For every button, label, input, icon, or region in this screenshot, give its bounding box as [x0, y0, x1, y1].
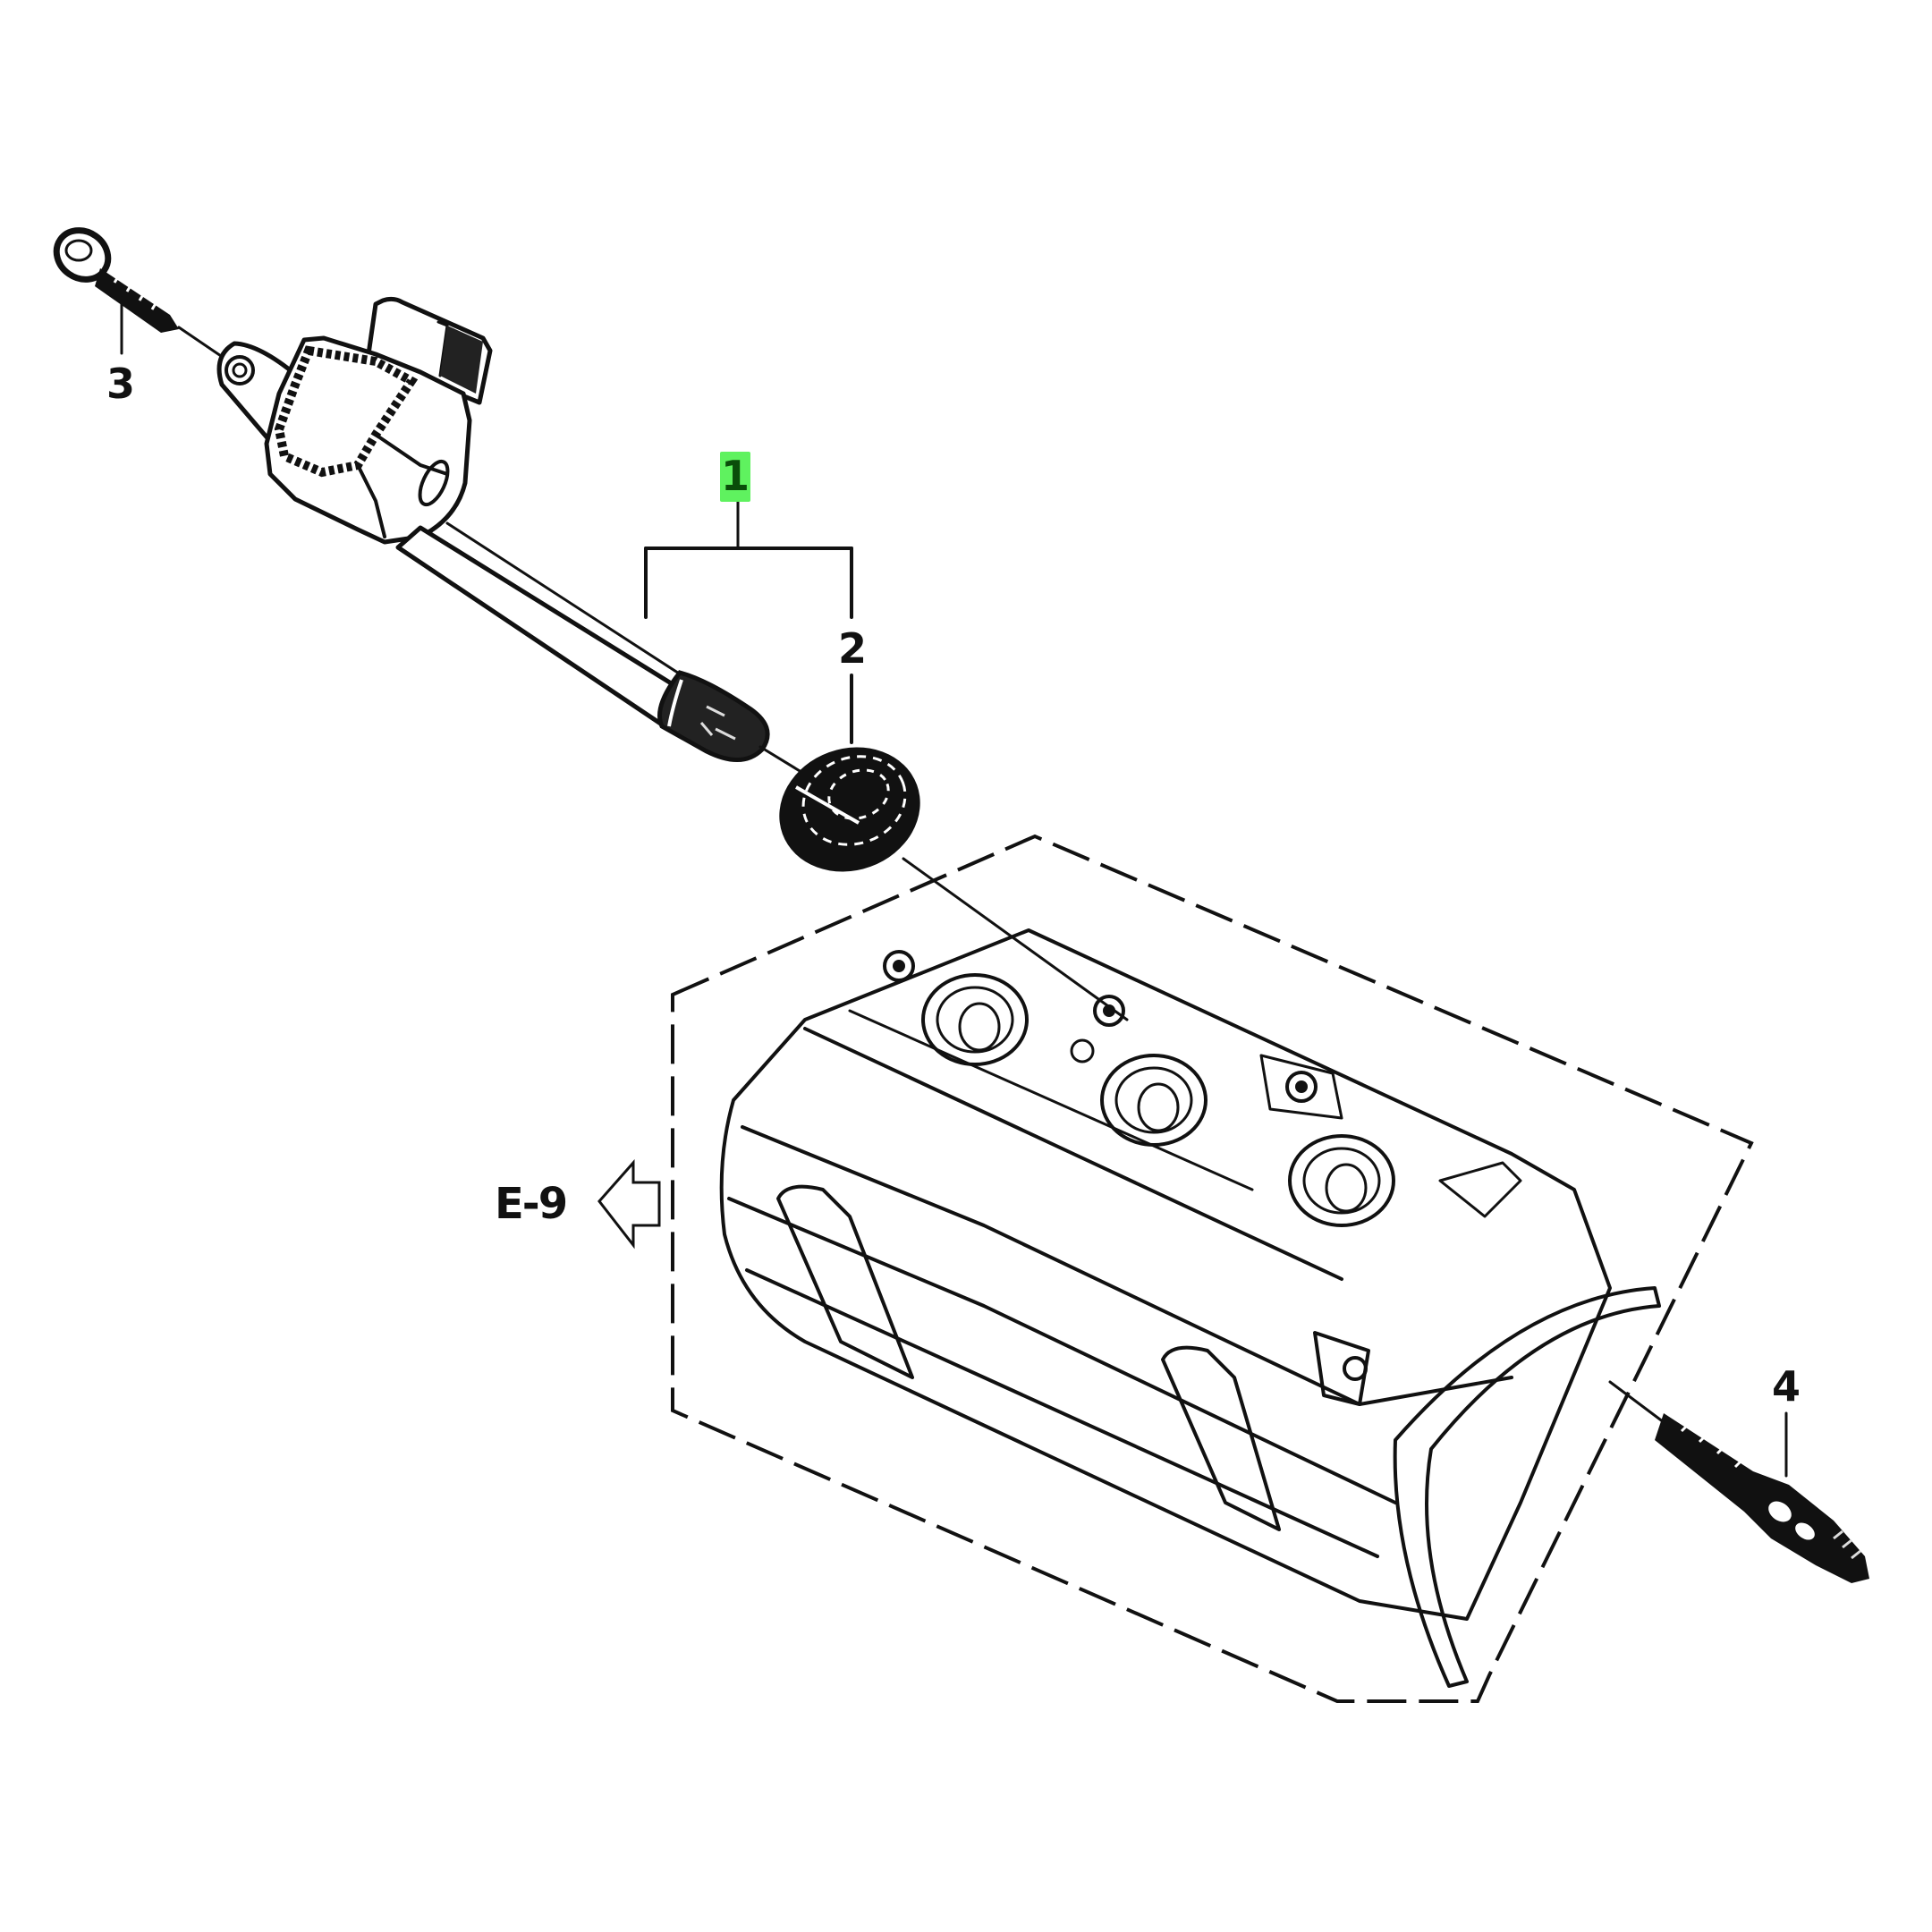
leader-bracket-1	[644, 499, 853, 744]
coil-boot-seal-icon[interactable]	[762, 728, 1129, 1021]
flange-bolt-icon[interactable]	[47, 220, 225, 360]
reference-label[interactable]: E-9	[495, 1179, 568, 1229]
plug-well-3	[1259, 1054, 1395, 1227]
ignition-coil-icon[interactable]	[216, 296, 843, 798]
callout-1[interactable]: 1	[720, 452, 750, 502]
plug-well-2	[1070, 995, 1208, 1147]
engine-outline-dashed	[671, 834, 1754, 1703]
reference-arrow-icon[interactable]	[597, 1159, 661, 1250]
callout-3[interactable]: 3	[106, 360, 135, 408]
plug-well-1	[883, 950, 1029, 1066]
callout-4[interactable]: 4	[1771, 1362, 1801, 1411]
spark-plug-icon[interactable]	[1608, 1380, 1869, 1583]
valve-cover-icon	[719, 928, 1661, 1688]
callout-2[interactable]: 2	[837, 624, 867, 673]
